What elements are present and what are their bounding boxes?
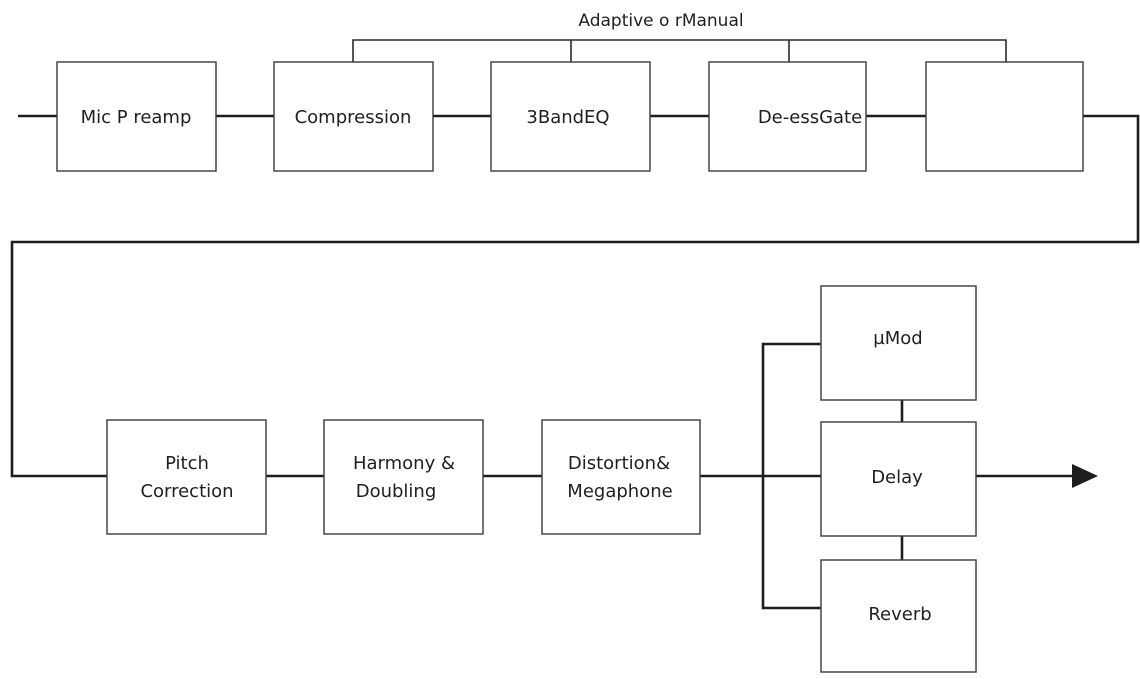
block-label: Mic P reamp	[81, 107, 192, 128]
block-label-line1: Distortion&	[568, 453, 670, 474]
top-row-wires	[10, 114, 1140, 478]
block-label-line1: Pitch	[165, 453, 209, 474]
svg-text:Pitch: Pitch	[165, 453, 209, 474]
block-compression: Compression	[273, 61, 434, 172]
svg-text:De-essGate: De-essGate	[758, 107, 862, 128]
svg-text:Correction: Correction	[140, 481, 233, 502]
block-delay: Delay	[820, 421, 977, 537]
block-empty	[925, 61, 1084, 172]
fx-split-wire	[761, 342, 821, 610]
svg-text:Reverb: Reverb	[868, 604, 931, 625]
block-label: 3BandEQ	[526, 107, 609, 128]
svg-text:Delay: Delay	[871, 467, 923, 488]
block-label-line2: Megaphone	[567, 481, 672, 502]
svg-text:3BandEQ: 3BandEQ	[526, 107, 609, 128]
block-label-line2: Doubling	[356, 481, 437, 502]
svg-text:Harmony &: Harmony &	[353, 453, 455, 474]
return-wire	[10, 114, 1140, 478]
block-deess-gate: De-essGate	[708, 61, 867, 172]
svg-text:µMod: µMod	[873, 328, 922, 349]
block-label: µMod	[873, 328, 922, 349]
svg-text:Megaphone: Megaphone	[567, 481, 672, 502]
block-label: De-essGate	[758, 107, 862, 128]
block-label-line2: Correction	[140, 481, 233, 502]
svg-text:Distortion&: Distortion&	[568, 453, 670, 474]
block-label: Reverb	[868, 604, 931, 625]
svg-text:Compression: Compression	[295, 107, 412, 128]
block-mod: µMod	[820, 285, 977, 401]
block-label-line1: Harmony &	[353, 453, 455, 474]
block-distortion-megaphone: Distortion& Megaphone	[541, 419, 701, 535]
block-3band-eq: 3BandEQ	[490, 61, 651, 172]
svg-text:Mic P reamp: Mic P reamp	[81, 107, 192, 128]
block-reverb: Reverb	[820, 559, 977, 673]
bracket-line	[352, 39, 1007, 62]
svg-text:Doubling: Doubling	[356, 481, 437, 502]
block-label: Delay	[871, 467, 923, 488]
bottom-row-wires	[266, 342, 1098, 610]
block-harmony-doubling: Harmony & Doubling	[323, 419, 484, 535]
group-bracket: Adaptive o rManual	[352, 11, 1007, 62]
block-mic-preamp: Mic P reamp	[56, 61, 217, 172]
block-pitch-correction: Pitch Correction	[106, 419, 267, 535]
group-label: Adaptive o rManual	[578, 11, 743, 31]
block-label: Compression	[295, 107, 412, 128]
output-arrow-icon	[1072, 464, 1098, 488]
